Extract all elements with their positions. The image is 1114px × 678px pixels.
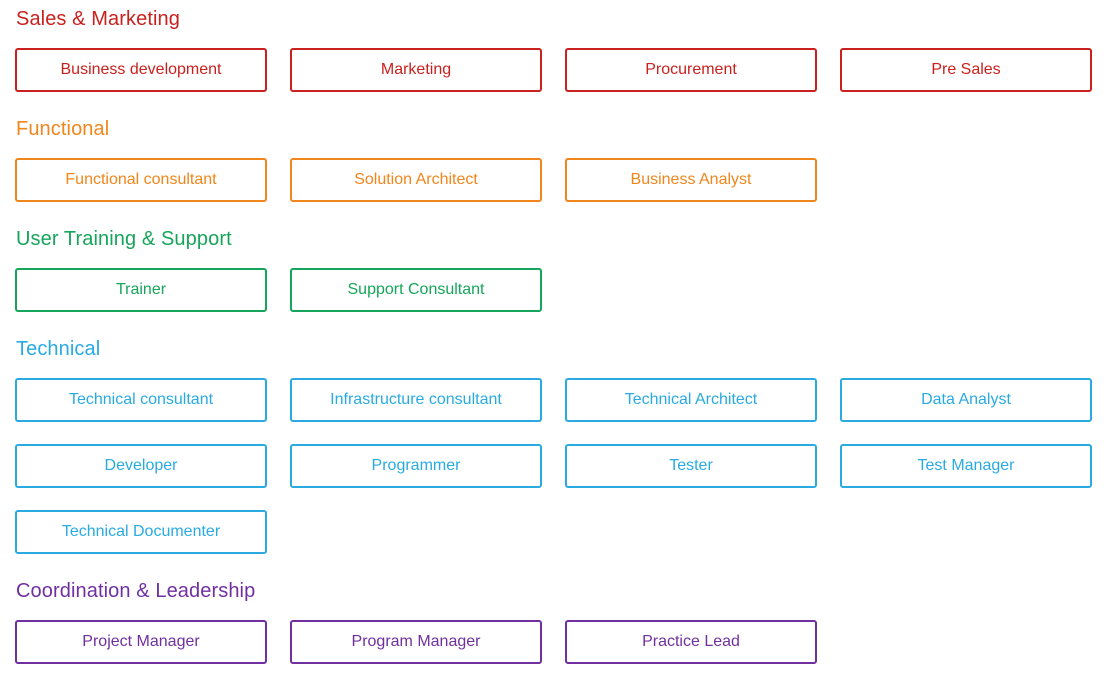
section-title-user-training-support: User Training & Support bbox=[16, 228, 232, 250]
role-project-manager[interactable]: Project Manager bbox=[15, 620, 267, 664]
role-marketing[interactable]: Marketing bbox=[290, 48, 542, 92]
role-practice-lead[interactable]: Practice Lead bbox=[565, 620, 817, 664]
section-title-coordination-leadership: Coordination & Leadership bbox=[16, 580, 256, 602]
role-technical-documenter[interactable]: Technical Documenter bbox=[15, 510, 267, 554]
role-solution-architect[interactable]: Solution Architect bbox=[290, 158, 542, 202]
role-trainer[interactable]: Trainer bbox=[15, 268, 267, 312]
role-functional-consultant[interactable]: Functional consultant bbox=[15, 158, 267, 202]
role-business-development[interactable]: Business development bbox=[15, 48, 267, 92]
role-grid-technical: Technical consultant Infrastructure cons… bbox=[15, 378, 1114, 554]
role-grid-sales-marketing: Business development Marketing Procureme… bbox=[15, 48, 1114, 92]
role-grid-functional: Functional consultant Solution Architect… bbox=[15, 158, 1114, 202]
role-tester[interactable]: Tester bbox=[565, 444, 817, 488]
section-title-functional: Functional bbox=[16, 118, 110, 140]
role-support-consultant[interactable]: Support Consultant bbox=[290, 268, 542, 312]
role-developer[interactable]: Developer bbox=[15, 444, 267, 488]
section-title-sales-marketing: Sales & Marketing bbox=[16, 8, 180, 30]
role-infrastructure-consultant[interactable]: Infrastructure consultant bbox=[290, 378, 542, 422]
role-pre-sales[interactable]: Pre Sales bbox=[840, 48, 1092, 92]
role-data-analyst[interactable]: Data Analyst bbox=[840, 378, 1092, 422]
role-category-list: Sales & Marketing Business development M… bbox=[15, 6, 1114, 664]
role-business-analyst[interactable]: Business Analyst bbox=[565, 158, 817, 202]
role-grid-coordination-leadership: Project Manager Program Manager Practice… bbox=[15, 620, 1114, 664]
section-title-technical: Technical bbox=[16, 338, 101, 360]
role-test-manager[interactable]: Test Manager bbox=[840, 444, 1092, 488]
role-grid-user-training-support: Trainer Support Consultant bbox=[15, 268, 1114, 312]
role-technical-consultant[interactable]: Technical consultant bbox=[15, 378, 267, 422]
role-program-manager[interactable]: Program Manager bbox=[290, 620, 542, 664]
section-user-training-support: User Training & Support Trainer Support … bbox=[15, 226, 1114, 312]
role-programmer[interactable]: Programmer bbox=[290, 444, 542, 488]
section-coordination-leadership: Coordination & Leadership Project Manage… bbox=[15, 578, 1114, 664]
section-functional: Functional Functional consultant Solutio… bbox=[15, 116, 1114, 202]
section-technical: Technical Technical consultant Infrastru… bbox=[15, 336, 1114, 554]
section-sales-marketing: Sales & Marketing Business development M… bbox=[15, 6, 1114, 92]
role-procurement[interactable]: Procurement bbox=[565, 48, 817, 92]
role-technical-architect[interactable]: Technical Architect bbox=[565, 378, 817, 422]
